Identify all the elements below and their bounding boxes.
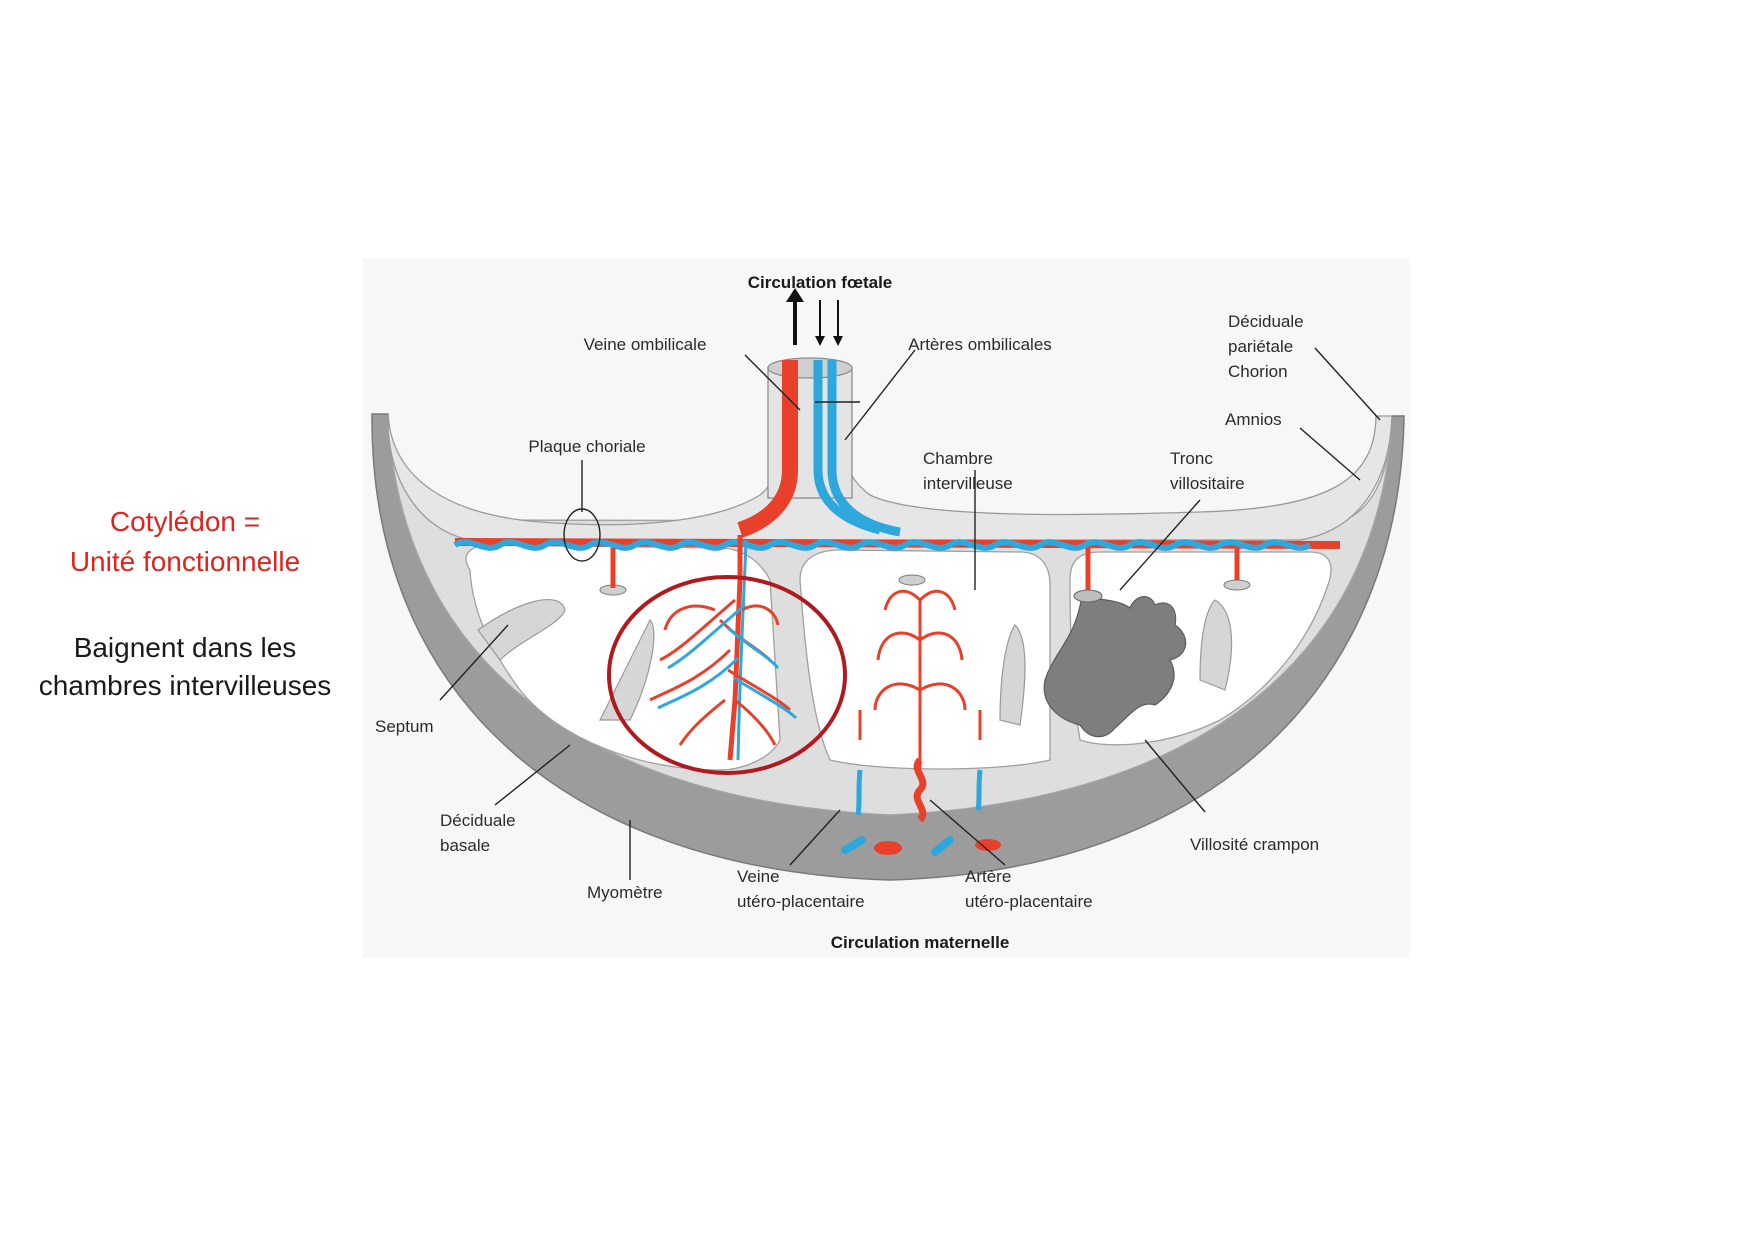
umbilical-artery-2	[827, 360, 901, 537]
cotyledon-highlight-circle	[607, 575, 847, 775]
stem-vein-left	[736, 539, 748, 761]
villous-tree	[649, 598, 798, 746]
cord-top	[767, 357, 853, 379]
label-tronc-1: Tronc	[1170, 449, 1213, 468]
septum-left	[477, 599, 566, 661]
label-artere-up-2: utéro-placentaire	[965, 892, 1093, 911]
septum-mid-right	[999, 624, 1026, 726]
label-artere-up-1: Artère	[965, 867, 1011, 886]
label-villosite-crampon: Villosité crampon	[1190, 835, 1319, 854]
label-veine-up-1: Veine	[737, 867, 780, 886]
myometre-vessel-4	[975, 839, 1001, 851]
label-chambre-1: Chambre	[923, 449, 993, 468]
label-septum: Septum	[375, 717, 434, 736]
label-deciduale-basale-2: basale	[440, 836, 490, 855]
intervillous-note-line1: Baignent dans les	[73, 632, 297, 663]
plaque-choriale-tissue	[387, 369, 1393, 541]
umbilical-vein	[737, 360, 798, 538]
bottom-title: Circulation maternelle	[831, 933, 1010, 952]
label-arteres-ombilicales: Artères ombilicales	[908, 335, 1052, 354]
umbilical-cord	[767, 367, 853, 499]
intervillous-note-line2: chambres intervilleuses	[38, 670, 332, 701]
leader-lines	[439, 347, 1381, 880]
stem-cap-2	[898, 574, 926, 586]
cotyledon-subtitle: Unité fonctionnelle	[69, 546, 301, 577]
label-veine-ombilicale: Veine ombilicale	[584, 335, 707, 354]
villous-stem-cap	[1073, 589, 1103, 603]
myometre-vessel-2	[874, 841, 902, 855]
maternal-fountain	[858, 589, 982, 780]
label-tronc-2: villositaire	[1170, 474, 1245, 493]
intervillous-chamber-center	[799, 549, 1051, 770]
label-veine-up-2: utéro-placentaire	[737, 892, 865, 911]
cotyledon-title: Cotylédon =	[109, 506, 261, 537]
label-plaque-choriale: Plaque choriale	[528, 437, 645, 456]
arrow-up-head	[786, 288, 804, 302]
villosite-crampon	[1043, 595, 1187, 738]
label-chorion: Chorion	[1228, 362, 1288, 381]
spiral-artery	[913, 757, 927, 823]
utero-placental-vein-left	[855, 769, 863, 816]
label-deciduale-parietale-2: pariétale	[1228, 337, 1293, 356]
label-myometre: Myomètre	[587, 883, 663, 902]
stem-artery-left	[727, 535, 743, 761]
chorionic-vein-blue	[453, 539, 1312, 551]
stem-cap-3	[1223, 579, 1251, 591]
top-title: Circulation fœtale	[748, 273, 893, 292]
label-deciduale-basale-1: Déciduale	[440, 811, 516, 830]
arrow-down-1-head	[815, 336, 825, 346]
myometre-vessel-1	[841, 836, 866, 854]
septum-right	[1199, 599, 1233, 691]
label-amnios: Amnios	[1225, 410, 1282, 429]
label-deciduale-parietale-1: Déciduale	[1228, 312, 1304, 331]
utero-placental-vein-right	[975, 769, 983, 811]
arrow-down-2-head	[833, 336, 843, 346]
myometre-vessel-3	[931, 836, 954, 856]
label-chambre-2: intervilleuse	[923, 474, 1013, 493]
